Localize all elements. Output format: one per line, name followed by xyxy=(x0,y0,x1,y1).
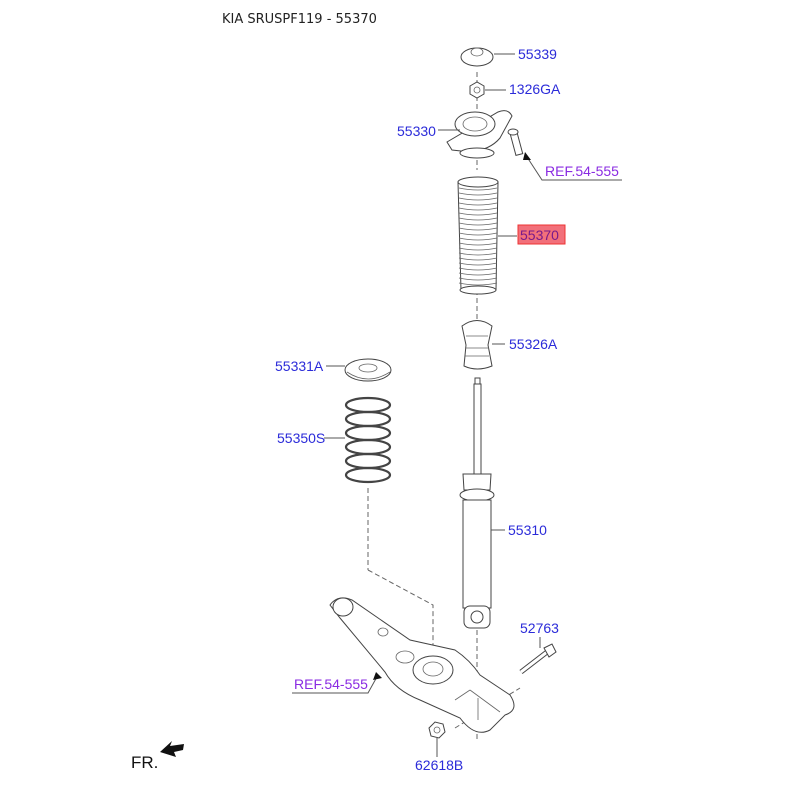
label-55331A[interactable]: 55331A xyxy=(275,358,324,374)
part-55339-cap[interactable] xyxy=(460,47,494,67)
spring-coil xyxy=(344,452,392,470)
boot-ring xyxy=(458,207,498,211)
highlight-box xyxy=(517,224,566,245)
label-55339[interactable]: 55339 xyxy=(518,46,557,62)
boot-ring xyxy=(458,272,498,276)
spring-coil xyxy=(344,396,392,414)
boot-ring xyxy=(458,197,498,201)
label-52763[interactable]: 52763 xyxy=(520,620,559,636)
part-stud-bolt[interactable] xyxy=(507,128,524,157)
boot-ring xyxy=(458,282,498,286)
label-55310[interactable]: 55310 xyxy=(508,522,547,538)
boot-ring xyxy=(458,212,498,216)
part-55370-dust-boot[interactable] xyxy=(457,176,499,295)
part-55330-mount[interactable] xyxy=(446,110,513,159)
spring-coil xyxy=(344,438,392,456)
label-55370[interactable]: 55370 xyxy=(520,227,559,243)
part-lower-control-arm[interactable] xyxy=(329,597,515,733)
boot-ring xyxy=(458,252,498,256)
label-55350S[interactable]: 55350S xyxy=(277,430,325,446)
boot-ring xyxy=(458,237,498,241)
part-55331A-spring-pad[interactable] xyxy=(344,358,392,382)
boot-ring xyxy=(458,277,498,281)
spring-coil xyxy=(344,410,392,428)
boot-ring xyxy=(458,192,498,196)
front-direction-label: FR. xyxy=(131,753,158,772)
label-62618B[interactable]: 62618B xyxy=(415,757,463,773)
boot-ring xyxy=(458,242,498,246)
part-55350S-coil-spring[interactable] xyxy=(344,396,392,484)
boot-ring xyxy=(458,227,498,231)
spring-coil xyxy=(344,466,392,484)
ref-arrow-icon-bottom xyxy=(373,672,382,680)
boot-ring xyxy=(458,232,498,236)
boot-ring xyxy=(458,267,498,271)
boot-ring xyxy=(458,262,498,266)
ref-link-top[interactable]: REF.54-555 xyxy=(545,163,619,179)
ref-link-bottom[interactable]: REF.54-555 xyxy=(294,676,368,692)
boot-ring xyxy=(458,187,498,191)
ref-arrow-icon xyxy=(523,152,531,160)
boot-ring xyxy=(458,247,498,251)
part-55326A-bump-stop[interactable] xyxy=(461,320,493,370)
boot-ring xyxy=(458,202,498,206)
diagram-title: KIA SRUSPF119 - 55370 xyxy=(222,12,377,27)
part-62618B-nut[interactable] xyxy=(428,721,446,739)
part-55310-shock-absorber[interactable] xyxy=(459,377,495,629)
label-1326GA[interactable]: 1326GA xyxy=(509,81,561,97)
label-55330[interactable]: 55330 xyxy=(397,123,436,139)
spring-coil xyxy=(344,424,392,442)
front-arrow-icon xyxy=(160,741,184,757)
part-52763-bolt[interactable] xyxy=(519,643,557,674)
part-1326GA-nut[interactable] xyxy=(469,81,485,99)
boot-ring xyxy=(458,222,498,226)
boot-ring xyxy=(458,217,498,221)
label-55326A[interactable]: 55326A xyxy=(509,336,558,352)
boot-ring xyxy=(458,257,498,261)
